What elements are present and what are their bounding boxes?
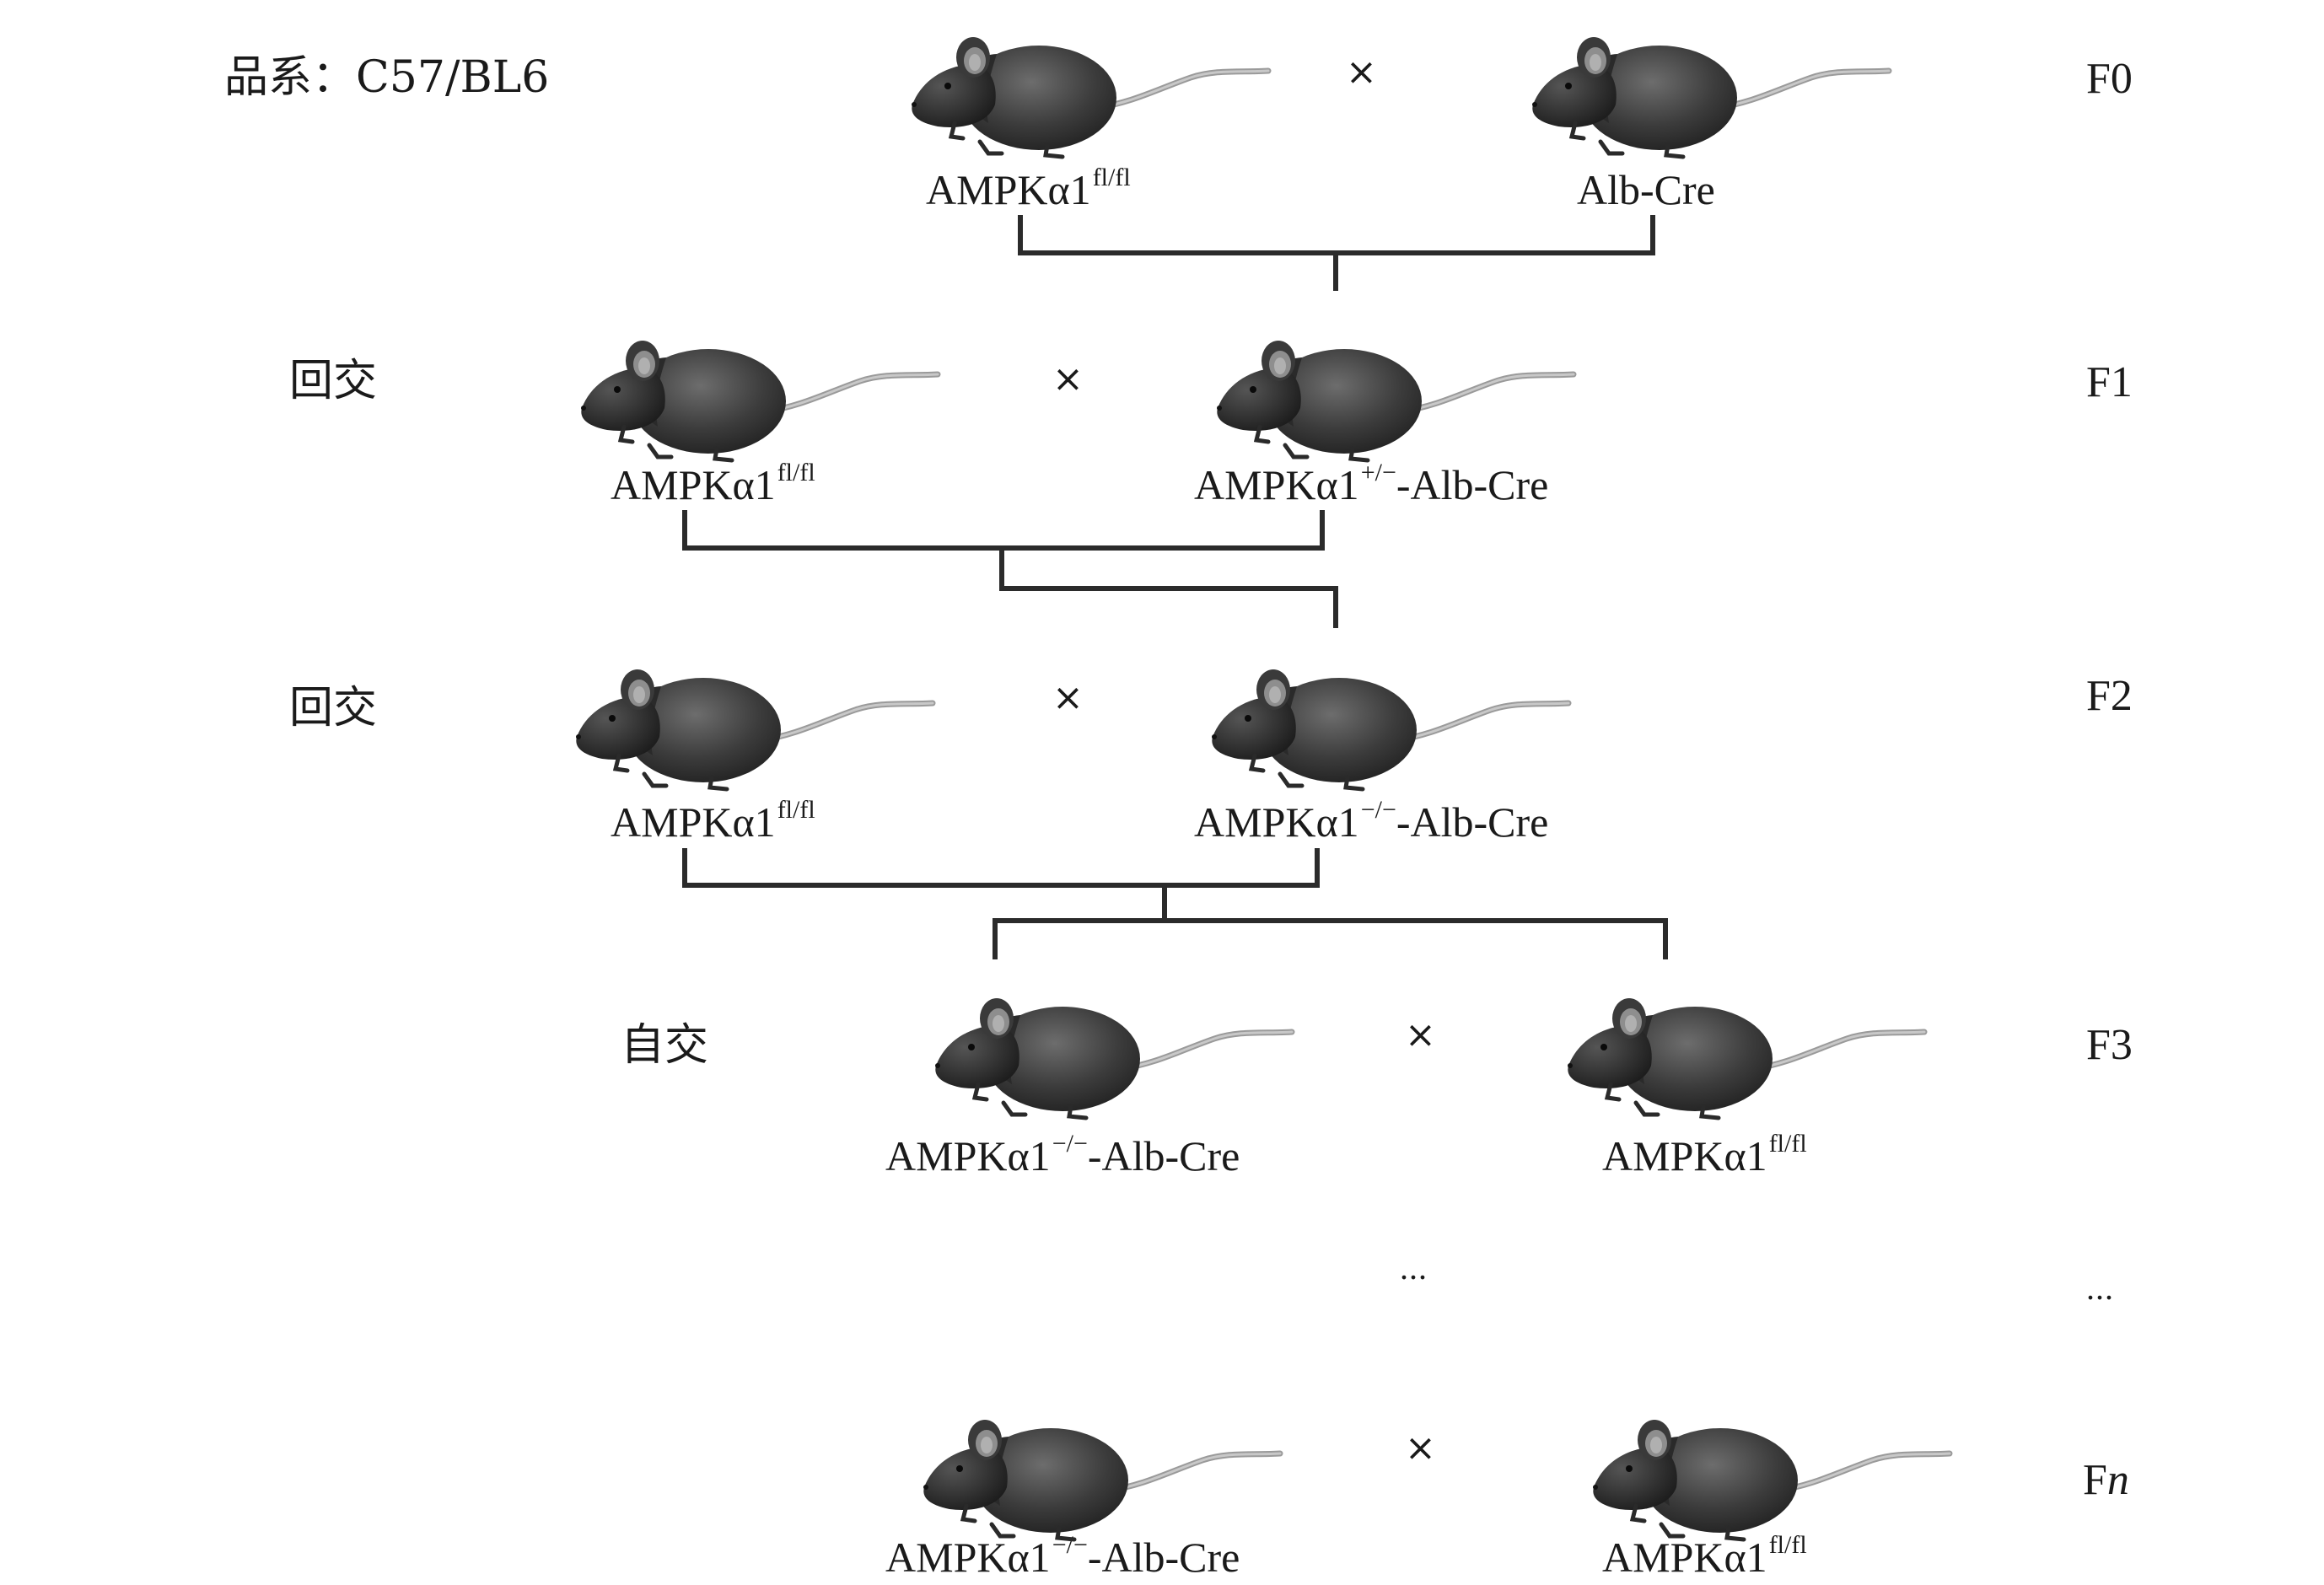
pedigree-connector-f1 bbox=[682, 510, 1338, 628]
genotype-f2-right: AMPKα1−/−-Alb-Cre bbox=[1194, 796, 1549, 846]
genotype-f1-left: AMPKα1fl/fl bbox=[611, 459, 815, 508]
mouse-f0-right bbox=[1525, 5, 1896, 178]
mouse-f1-right bbox=[1209, 309, 1580, 481]
genotype-f3-right: AMPKα1fl/fl bbox=[1602, 1130, 1807, 1179]
cross-symbol-f1: × bbox=[1052, 357, 1084, 400]
method-label-f2: 回交 bbox=[289, 683, 378, 733]
genotype-fn-right: AMPKα1fl/fl bbox=[1602, 1531, 1807, 1581]
mouse-f3-left bbox=[928, 966, 1299, 1139]
genotype-f1-right: AMPKα1+/−-Alb-Cre bbox=[1194, 459, 1549, 508]
genotype-fn-left: AMPKα1−/−-Alb-Cre bbox=[885, 1531, 1240, 1581]
generation-label-f0: F0 bbox=[2086, 55, 2133, 103]
ellipsis: ... bbox=[1400, 1249, 1428, 1287]
mouse-fn-right bbox=[1585, 1388, 1956, 1561]
generation-label-f2: F2 bbox=[2086, 672, 2133, 720]
generation-label-f3: F3 bbox=[2086, 1021, 2133, 1069]
cross-symbol-f3: × bbox=[1405, 1013, 1436, 1056]
mouse-f1-left bbox=[573, 309, 944, 481]
mouse-f0-left bbox=[904, 5, 1275, 178]
generation-label-fn: Fn bbox=[2083, 1456, 2129, 1504]
pedigree-connector-f0 bbox=[1018, 215, 1655, 291]
generation-ellipsis: ... bbox=[2086, 1269, 2114, 1307]
genotype-f3-left: AMPKα1−/−-Alb-Cre bbox=[885, 1130, 1240, 1179]
cross-symbol-f0: × bbox=[1346, 51, 1377, 94]
method-label-f1: 回交 bbox=[289, 356, 378, 406]
genotype-f0-right: Alb-Cre bbox=[1577, 166, 1715, 213]
method-label-f3: 自交 bbox=[621, 1020, 709, 1071]
strain-label: 品系：C57/BL6 bbox=[224, 52, 550, 103]
mouse-f2-right bbox=[1204, 637, 1575, 810]
pedigree-connector-f2 bbox=[682, 848, 1668, 959]
cross-symbol-fn: × bbox=[1405, 1426, 1436, 1469]
genotype-f0-left: AMPKα1fl/fl bbox=[926, 164, 1131, 213]
generation-label-f1: F1 bbox=[2086, 358, 2133, 406]
cross-symbol-f2: × bbox=[1052, 676, 1084, 719]
mouse-f2-left bbox=[568, 637, 939, 810]
mouse-f3-right bbox=[1560, 966, 1931, 1139]
genotype-f2-left: AMPKα1fl/fl bbox=[611, 796, 815, 846]
mouse-fn-left bbox=[916, 1388, 1287, 1561]
